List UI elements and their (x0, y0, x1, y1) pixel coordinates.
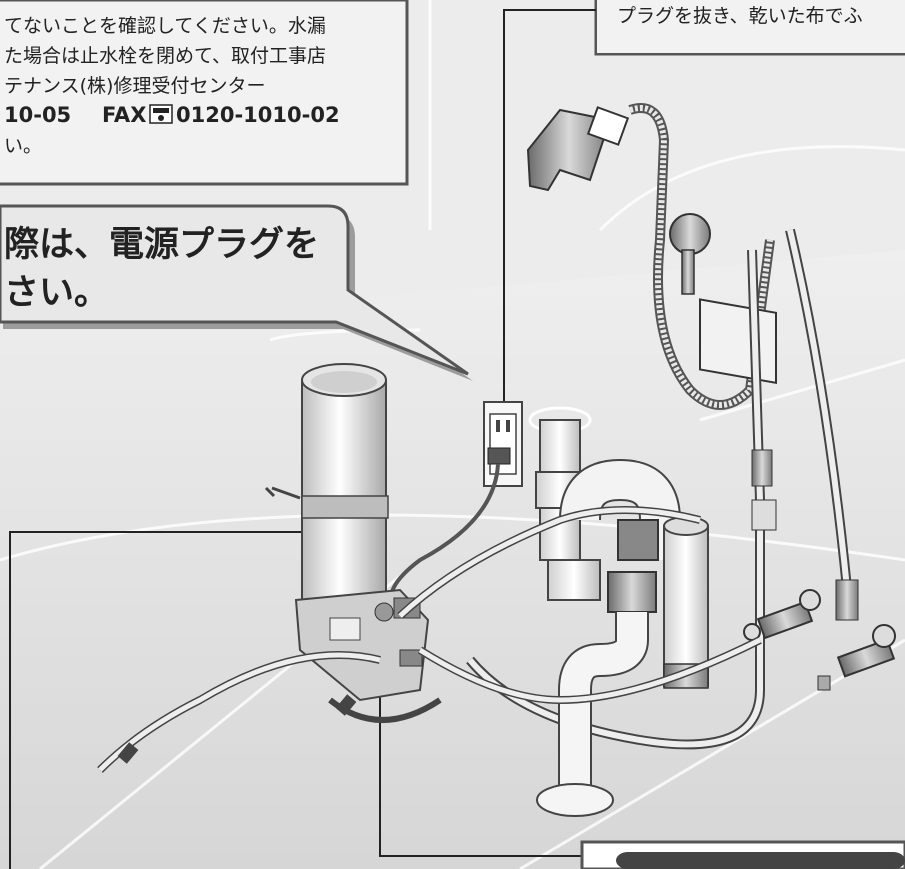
drain-trap (528, 406, 681, 817)
bubble-line-1: 際は、電源プラグを (4, 225, 319, 265)
shower-hose (628, 103, 775, 410)
speech-bubble: 際は、電源プラグを さい。 (0, 204, 473, 381)
bubble-line-2: さい。 (4, 273, 109, 313)
stop-valve-right (817, 624, 896, 691)
notice-line-2: た場合は止水栓を閉めて、取付工事店 (4, 45, 326, 67)
notice-fax-number: 0120-1010-02 (176, 103, 340, 127)
plug-note-box: プラグを抜き、乾いた布でふ (594, 0, 905, 56)
freedial-icon (149, 104, 173, 124)
faucet-spout (526, 106, 630, 192)
wall-outlet (389, 401, 523, 612)
notice-line-1: てないことを確認してください。水漏 (4, 15, 326, 37)
notice-line-3: テナンス(株)修理受付センター (4, 75, 265, 97)
stop-valve-left (743, 589, 821, 641)
notice-box: てないことを確認してください。水漏 た場合は止水栓を閉めて、取付工事店 テナンス… (0, 0, 409, 186)
filter-cartridge (663, 516, 709, 689)
filter-cylinder (264, 363, 389, 629)
floor-hoses (97, 506, 762, 773)
notice-tel-number: 10-05 (4, 103, 71, 127)
plug-note-text: プラグを抜き、乾いた布でふ (617, 5, 863, 27)
notice-line-5: い。 (4, 135, 42, 157)
filter-base (294, 588, 430, 702)
notice-fax-label: FAX (102, 103, 146, 127)
supply-lines (466, 228, 859, 750)
bottom-label-tab (580, 840, 905, 869)
